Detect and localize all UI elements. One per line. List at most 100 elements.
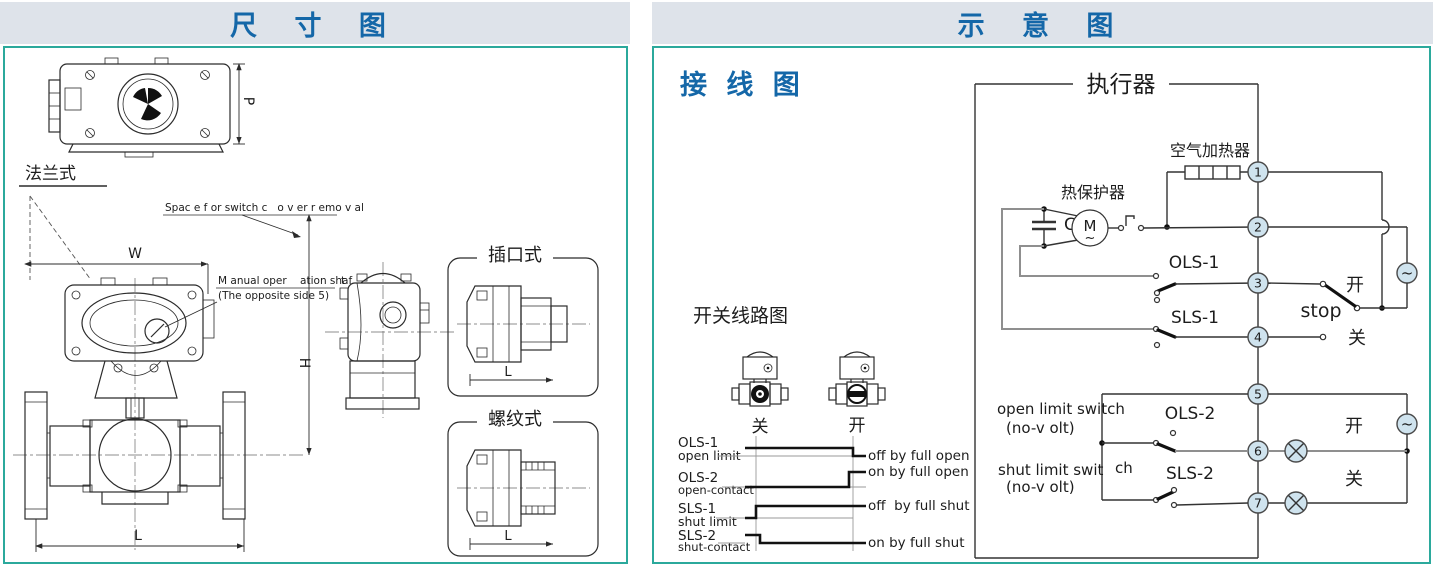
selector-close-label: 关 (1348, 328, 1366, 349)
thread-drawing (457, 449, 590, 527)
manual-note-line2: (The opposite side 5) (218, 290, 329, 302)
left-panel-title: 尺 寸 图 (230, 10, 400, 42)
dimension-drawing: P 法兰式 Spac e f or switch c o v er r emo … (13, 57, 599, 557)
motor-wave: ~ (1085, 231, 1096, 246)
timing-row-4-note: on by full shut (868, 535, 965, 551)
socket-l-label: L (504, 365, 512, 380)
timing-row-2: OLS-2 open-contact on by full open (678, 464, 969, 497)
timing-row-2-sub: open-contact (678, 483, 754, 497)
right-panel-title: 示 意 图 (957, 10, 1128, 42)
terminal-5-number: 5 (1254, 387, 1262, 402)
shut-limit-switch-tail: ch (1115, 459, 1133, 477)
shut-no-volt-note: (no-v olt) (1006, 478, 1075, 496)
lamp-circuit: ~ 开 关 (1268, 393, 1418, 515)
removal-note-text: Spac e f or switch c o v er r emo v al (165, 202, 364, 214)
thermal-protector-label: 热保护器 (1061, 183, 1125, 202)
selector-switch: 开 stop 关 (1267, 275, 1382, 349)
switch-diagram-title: 开关线路图 (693, 305, 788, 327)
valve-icon-open (828, 351, 886, 407)
limit-switch-notes: open limit switch (no-v olt) shut limit … (997, 400, 1133, 496)
selector-stop-label: stop (1300, 300, 1341, 322)
switch-diagram: 开关线路图 关 (693, 305, 886, 437)
schematic-panel: 接 线 图 执行器 空气加热器 (652, 46, 1431, 564)
thermal-switch (1108, 215, 1259, 232)
socket-drawing (457, 285, 590, 363)
manual-note-line1: M anual oper ation shaf (218, 275, 352, 287)
timing-row-3-name: SLS-1 (678, 501, 716, 517)
timing-row-3-note: off by full shut (868, 498, 970, 514)
sls2-label: SLS-2 (1166, 464, 1214, 484)
thread-type-label: 螺纹式 (488, 409, 542, 430)
timing-row-4-name: SLS-2 (678, 528, 716, 544)
ols2-switch: OLS-2 (1102, 404, 1248, 453)
air-heater: 空气加热器 (1164, 141, 1258, 230)
terminal-3-number: 3 (1254, 276, 1262, 291)
terminal-5: 5 (1247, 383, 1269, 405)
socket-l-dimension: L (469, 365, 553, 386)
wiring-diagram: 接 线 图 执行器 空气加热器 (678, 70, 1418, 559)
removal-note: Spac e f or switch c o v er r emo v al (163, 202, 364, 238)
valve-icon-closed (731, 351, 789, 407)
lamp-open (1284, 439, 1308, 463)
ac-source-1: ~ (1396, 262, 1418, 284)
actuator-box-label: 执行器 (1087, 72, 1156, 98)
terminal-7-number: 7 (1254, 496, 1262, 511)
valve-closed-label: 关 (752, 417, 769, 437)
actuator-top-view (48, 57, 231, 158)
timing-row-1-name: OLS-1 (678, 435, 718, 451)
sls1-label: SLS-1 (1171, 308, 1219, 328)
capacitor-letter: C (1064, 215, 1076, 235)
terminal-6: 6 (1247, 440, 1269, 462)
motor: M ~ (1071, 209, 1109, 247)
timing-row-1-note: off by full open (868, 448, 970, 464)
sls1-switch: SLS-1 (1152, 308, 1258, 349)
ols1-label: OLS-1 (1169, 253, 1220, 273)
limit-switch-circuit: OLS-2 SLS-2 open limit (997, 393, 1249, 509)
sls2-switch: SLS-2 (1102, 464, 1249, 509)
open-no-volt-note: (no-v olt) (1006, 419, 1075, 437)
terminal-3: 3 (1247, 272, 1269, 294)
valve-open-label: 开 (849, 416, 866, 436)
terminal-1: 1 (1247, 161, 1269, 183)
lamp-close (1284, 491, 1308, 515)
ols1-switch: OLS-1 (1152, 253, 1259, 304)
selector-open-label: 开 (1346, 275, 1364, 296)
flange-type-label: 法兰式 (19, 164, 107, 187)
ac-source-2-wave: ~ (1401, 415, 1414, 433)
terminal-4-number: 4 (1254, 330, 1262, 345)
lamp-close-label: 关 (1345, 469, 1363, 490)
cover-removal-dashed-lines (29, 195, 92, 281)
wiring-title: 接 线 图 (680, 70, 805, 101)
ac-source-2: ~ (1396, 413, 1418, 435)
h-dim-label: H (296, 358, 312, 369)
air-heater-label: 空气加热器 (1170, 141, 1250, 160)
ac-source-1-wave: ~ (1401, 264, 1414, 282)
manual-shaft-note: M anual oper ation shaf t (The opposite … (164, 275, 352, 328)
right-title-bar: 示 意 图 (652, 2, 1433, 44)
timing-row-4: SLS-2 shut-contact on by full shut (678, 528, 965, 554)
timing-row-2-note: on by full open (868, 464, 969, 480)
terminal-4: 4 (1247, 326, 1269, 348)
terminal-1-number: 1 (1254, 165, 1262, 180)
thread-type-box: 螺纹式 (447, 408, 599, 557)
timing-row-4-sub: shut-contact (678, 540, 751, 554)
p-dimension: P (233, 63, 256, 145)
actuator-side-view (325, 262, 455, 418)
timing-row-3: SLS-1 shut limit off by full shut (678, 498, 970, 529)
terminal-2-number: 2 (1254, 220, 1262, 235)
p-dim-label: P (240, 97, 256, 105)
actuator-front-view (13, 277, 305, 550)
open-limit-switch-note: open limit switch (997, 400, 1125, 418)
thermal-protector: 热保护器 C M ~ (1001, 183, 1259, 330)
l-dimension-main: L (35, 519, 245, 552)
dimension-diagram-panel: P 法兰式 Spac e f or switch c o v er r emo … (3, 46, 628, 564)
shut-limit-switch-note: shut limit swit (998, 461, 1103, 479)
lamp-open-label: 开 (1345, 416, 1363, 437)
manual-note-tail: t (341, 275, 345, 287)
timing-row-3-sub: shut limit (678, 514, 737, 529)
h-dimension: H (296, 214, 312, 455)
ols2-label: OLS-2 (1165, 404, 1216, 424)
w-dim-label: W (128, 246, 142, 262)
l-dim-label: L (134, 528, 142, 544)
